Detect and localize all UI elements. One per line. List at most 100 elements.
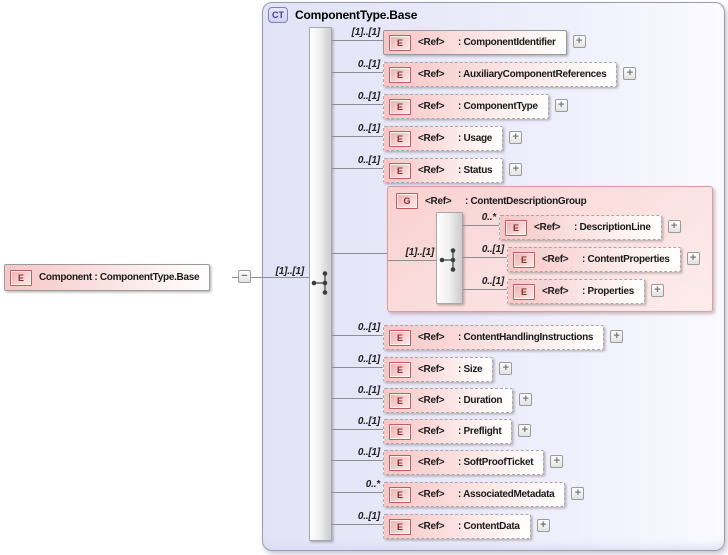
expand-button[interactable]: +: [610, 330, 624, 343]
element-name: : ContentHandlingInstructions: [458, 332, 594, 343]
expand-button[interactable]: +: [550, 455, 564, 468]
element-ref: <Ref>: [542, 286, 569, 297]
element-box[interactable]: E <Ref> : AssociatedMetadata +: [383, 482, 585, 507]
cardinality-label: 0..[1]: [357, 322, 380, 333]
cardinality-label: [1]..[1]: [351, 27, 381, 38]
root-element-label: Component : ComponentType.Base: [39, 272, 200, 283]
collapse-toggle[interactable]: −: [238, 270, 251, 283]
element-box[interactable]: E <Ref> : ComponentType +: [383, 94, 568, 119]
cardinality-label: 0..[1]: [357, 155, 380, 166]
element-icon: E: [389, 361, 411, 378]
expand-button[interactable]: +: [554, 99, 568, 112]
connector-line: [332, 168, 383, 169]
element-name: : AssociatedMetadata: [458, 489, 555, 500]
element-ref: <Ref>: [418, 426, 445, 437]
element-ref: <Ref>: [418, 521, 445, 532]
connector-line: [332, 335, 383, 336]
cardinality-label: 0..[1]: [357, 59, 380, 70]
element-box[interactable]: E <Ref> : Preflight +: [383, 419, 532, 444]
element-box[interactable]: E <Ref> : Size +: [383, 357, 513, 382]
expand-button[interactable]: +: [571, 487, 585, 500]
element-name: : Size: [458, 364, 483, 375]
expand-button[interactable]: +: [536, 519, 550, 532]
element-box[interactable]: E <Ref> : Properties +: [507, 279, 664, 304]
connector-line: [332, 492, 383, 493]
element-ref: <Ref>: [418, 69, 445, 80]
element-ref: <Ref>: [418, 332, 445, 343]
connector-line: [463, 257, 507, 258]
element-ref: <Ref>: [542, 254, 569, 265]
expand-button[interactable]: +: [667, 220, 681, 233]
group-name: : ContentDescriptionGroup: [465, 195, 587, 207]
element-icon: E: [389, 162, 411, 179]
element-icon: E: [389, 486, 411, 503]
connector-line: [232, 277, 238, 278]
expand-button[interactable]: +: [650, 284, 664, 297]
element-icon: E: [513, 251, 535, 268]
element-name: : Status: [458, 165, 493, 176]
element-ref: <Ref>: [418, 165, 445, 176]
complex-type-header: CT ComponentType.Base: [268, 7, 417, 23]
cardinality-label: [1]..[1]: [405, 247, 435, 258]
connector-line: [332, 104, 383, 105]
connector-line: [332, 524, 383, 525]
element-box[interactable]: E <Ref> : ComponentIdentifier +: [383, 30, 586, 55]
element-box[interactable]: E <Ref> : Duration +: [383, 388, 533, 413]
element-icon: E: [389, 392, 411, 409]
element-box[interactable]: E <Ref> : Status +: [383, 158, 523, 183]
element-icon: E: [389, 66, 411, 83]
cardinality-label: 0..*: [481, 212, 496, 223]
sequence-icon[interactable]: [310, 269, 334, 297]
element-ref: <Ref>: [534, 222, 561, 233]
element-box[interactable]: E <Ref> : AuxiliaryComponentReferences +: [383, 62, 637, 87]
element-icon: E: [389, 423, 411, 440]
connector-line: [332, 136, 383, 137]
group-header: G <Ref> : ContentDescriptionGroup: [388, 193, 587, 209]
element-box[interactable]: E <Ref> : Usage +: [383, 126, 523, 151]
element-icon: E: [505, 219, 527, 236]
element-name: : ContentProperties: [582, 254, 670, 265]
element-name: : DescriptionLine: [574, 222, 651, 233]
element-name: : ContentData: [458, 521, 520, 532]
expand-button[interactable]: +: [686, 252, 700, 265]
element-name: : Duration: [458, 395, 503, 406]
connector-line: [251, 277, 309, 278]
element-box[interactable]: E <Ref> : ContentData +: [383, 514, 550, 539]
element-name: : Usage: [458, 133, 493, 144]
connector-line: [332, 429, 383, 430]
expand-button[interactable]: +: [623, 67, 637, 80]
element-icon: E: [389, 329, 411, 346]
group-box[interactable]: G <Ref> : ContentDescriptionGroup [1]..[…: [387, 186, 713, 312]
connector-line: [463, 289, 507, 290]
element-box[interactable]: E <Ref> : ContentProperties +: [507, 247, 700, 272]
expand-button[interactable]: +: [499, 362, 513, 375]
connector-line: [332, 253, 387, 254]
element-ref: <Ref>: [418, 364, 445, 375]
cardinality-label: 0..[1]: [357, 91, 380, 102]
element-name: : Preflight: [458, 426, 502, 437]
root-element-box[interactable]: E Component : ComponentType.Base: [4, 264, 211, 291]
element-ref: <Ref>: [418, 395, 445, 406]
element-icon: E: [389, 98, 411, 115]
cardinality-label: 0..*: [365, 479, 380, 490]
element-icon: E: [10, 269, 32, 286]
element-box[interactable]: E <Ref> : ContentHandlingInstructions +: [383, 325, 624, 350]
expand-button[interactable]: +: [519, 393, 533, 406]
element-ref: <Ref>: [418, 37, 445, 48]
connector-line: [332, 367, 383, 368]
element-box[interactable]: E <Ref> : SoftProofTicket +: [383, 450, 564, 475]
expand-button[interactable]: +: [518, 424, 532, 437]
element-ref: <Ref>: [418, 133, 445, 144]
expand-button[interactable]: +: [572, 35, 586, 48]
element-name: : SoftProofTicket: [458, 457, 534, 468]
sequence-icon[interactable]: [438, 246, 462, 274]
cardinality-label: 0..[1]: [357, 447, 380, 458]
expand-button[interactable]: +: [509, 163, 523, 176]
element-box[interactable]: E <Ref> : DescriptionLine +: [499, 215, 681, 240]
element-name: : AuxiliaryComponentReferences: [458, 69, 607, 80]
element-name: : ComponentType: [458, 101, 538, 112]
expand-button[interactable]: +: [509, 131, 523, 144]
element-icon: E: [389, 518, 411, 535]
element-ref: <Ref>: [418, 489, 445, 500]
